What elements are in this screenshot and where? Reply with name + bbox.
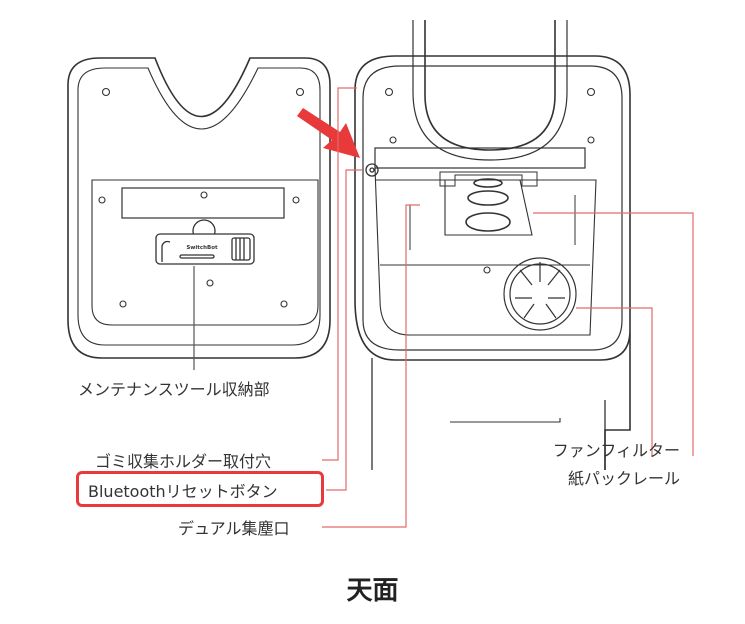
fan-filter-drawing — [503, 257, 577, 331]
lid-screws — [98, 87, 305, 308]
bin-screws — [384, 87, 596, 274]
label-bluetooth-reset: Bluetoothリセットボタン — [88, 482, 278, 501]
bin-drawing — [354, 20, 631, 470]
label-paper-bag-rail: 紙パックレール — [567, 469, 680, 488]
bluetooth-reset-highlight — [76, 471, 324, 507]
red-arrow-icon — [297, 108, 360, 158]
device-logo: SwitchBot — [186, 245, 218, 251]
lid-drawing — [67, 57, 331, 359]
page-title: 天面 — [346, 576, 399, 606]
callout-lines — [193, 87, 694, 528]
maintenance-tool-drawing — [155, 219, 255, 265]
label-dual-dust-port: デュアル集塵口 — [178, 519, 290, 538]
bluetooth-reset-button-drawing — [365, 163, 379, 177]
label-maintenance-tool: メンテナンスツール収納部 — [78, 380, 270, 399]
label-trash-holder: ゴミ収集ホルダー取付穴 — [95, 452, 272, 471]
label-fan-filter: ファンフィルター — [552, 441, 680, 460]
